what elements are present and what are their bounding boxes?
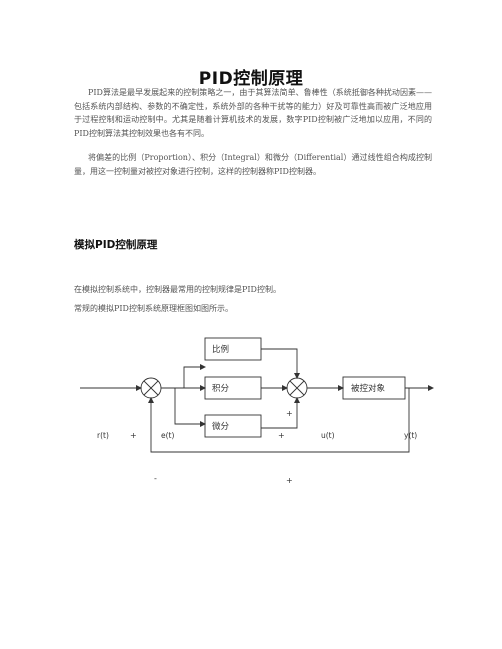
derivative-label: 微分 bbox=[212, 421, 230, 432]
signal-u-label: u(t) bbox=[321, 431, 335, 440]
integral-label: 积分 bbox=[212, 383, 230, 394]
plus-sign-sum-top: + bbox=[286, 409, 293, 418]
feedback-line bbox=[148, 388, 410, 453]
section-heading: 模拟PID控制原理 bbox=[74, 239, 158, 251]
plus-sign-r: + bbox=[130, 431, 137, 440]
derivative-branch bbox=[174, 388, 206, 427]
proportional-label: 比例 bbox=[212, 344, 229, 355]
derivative-to-sum-line bbox=[261, 397, 300, 429]
signal-e-label: e(t) bbox=[161, 431, 174, 440]
plus-sign-sum-left: + bbox=[278, 431, 285, 440]
proportional-branch bbox=[183, 364, 206, 388]
derivative-block bbox=[204, 414, 262, 438]
signal-r-label: r(t) bbox=[97, 431, 109, 440]
body-line-1: 在模拟控制系统中，控制器最常用的控制规律是PID控制。 bbox=[74, 285, 281, 294]
control-junction-cross-b bbox=[289, 380, 305, 396]
definition-paragraph: 将偏差的比例（Proportion）、积分（Integral）和微分（Diffe… bbox=[74, 153, 432, 176]
plus-sign-feedback: + bbox=[286, 476, 293, 485]
intro-paragraph: PID算法是最早发展起来的控制策略之一，由于其算法简单、鲁棒性（系统抵御各种扰动… bbox=[74, 88, 432, 138]
signal-y-label: y(t) bbox=[404, 431, 417, 440]
minus-sign-feedback: - bbox=[154, 474, 157, 483]
plant-label: 被控对象 bbox=[351, 383, 386, 394]
error-junction-cross-b bbox=[143, 380, 159, 396]
body-line-2: 常规的模拟PID控制系统原理框图如图所示。 bbox=[74, 304, 233, 313]
proportional-to-sum-line bbox=[261, 348, 300, 379]
page-title: PID控制原理 bbox=[198, 69, 304, 89]
